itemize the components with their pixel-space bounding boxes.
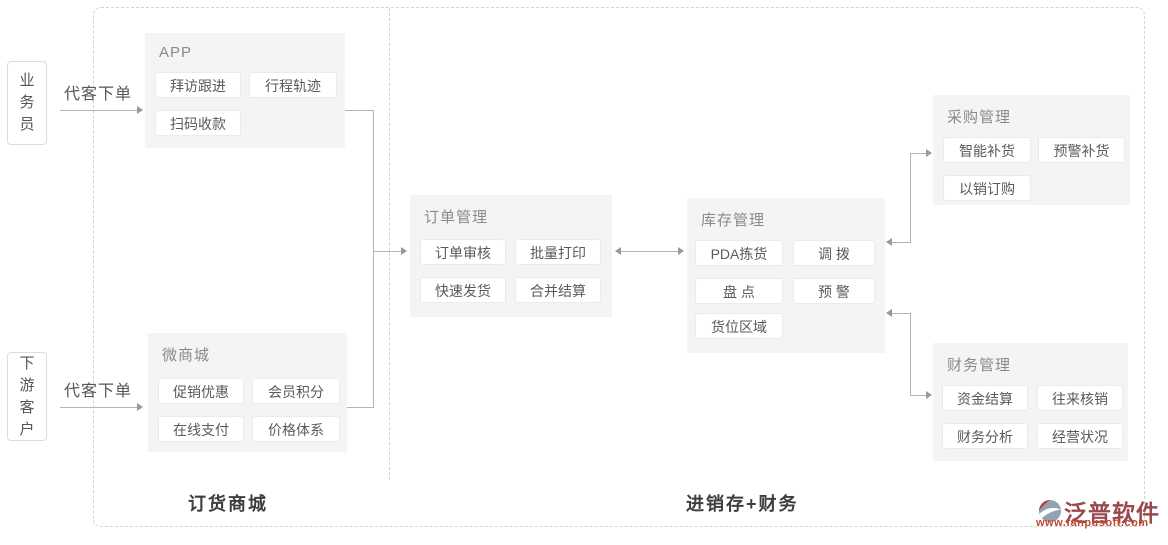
arrow-salesperson-to-app — [60, 110, 138, 111]
arrowhead-left-icon — [615, 247, 621, 255]
feature-pill-batch-print: 批量打印 — [515, 239, 601, 265]
feature-pill-alert-restock: 预警补货 — [1038, 137, 1125, 163]
feature-pill-bin-zone: 货位区域 — [695, 313, 783, 339]
group-inventory-title: 库存管理 — [701, 212, 766, 229]
feature-pill-fast-ship: 快速发货 — [420, 277, 506, 303]
feature-pill-writeoff: 往来核销 — [1037, 385, 1123, 411]
arrowhead-right-icon — [401, 247, 407, 255]
feature-pill-pda-pick: PDA拣货 — [695, 240, 783, 266]
group-app: APP 拜访跟进 行程轨迹 扫码收款 — [145, 33, 345, 148]
line-inventory-finance-h2 — [911, 395, 926, 396]
feature-pill-stocktake: 盘 点 — [695, 278, 783, 304]
line-left-trunk — [373, 110, 374, 408]
line-order-inventory — [621, 251, 679, 252]
group-finance-title: 财务管理 — [947, 357, 1012, 374]
feature-pill-promo: 促销优惠 — [158, 378, 244, 404]
line-inventory-finance-h1 — [892, 313, 911, 314]
feature-pill-alert: 预 警 — [793, 278, 875, 304]
dashed-boundary — [93, 7, 1145, 527]
group-purchase: 采购管理 智能补货 预警补货 以销订购 — [933, 95, 1130, 205]
group-order: 订单管理 订单审核 批量打印 快速发货 合并结算 — [410, 195, 612, 317]
line-inventory-purchase-v — [910, 153, 911, 243]
actor-customer: 下游客户 — [7, 352, 47, 441]
section-label-erp-finance: 进销存+财务 — [686, 494, 799, 514]
fanpu-logo: 泛普软件 — [1038, 494, 1160, 528]
group-purchase-title: 采购管理 — [947, 109, 1012, 126]
arrowhead-right-icon — [926, 391, 932, 399]
fanpu-logo-icon — [1039, 500, 1061, 522]
group-finance: 财务管理 资金结算 往来核销 财务分析 经营状况 — [933, 343, 1128, 461]
arrowhead-right-icon — [678, 247, 684, 255]
feature-pill-fin-analysis: 财务分析 — [942, 423, 1028, 449]
arrowhead-right-icon — [926, 149, 932, 157]
feature-pill-smart-restock: 智能补货 — [943, 137, 1031, 163]
group-app-title: APP — [159, 44, 193, 61]
logo-name: 泛普软件 — [1064, 500, 1160, 526]
group-mall: 微商城 促销优惠 会员积分 在线支付 价格体系 — [148, 333, 347, 452]
feature-pill-scan-pay: 扫码收款 — [155, 110, 241, 136]
feature-pill-merge-settle: 合并结算 — [515, 277, 601, 303]
feature-pill-order-by-sales: 以销订购 — [943, 175, 1031, 201]
feature-pill-member-points: 会员积分 — [252, 378, 340, 404]
feature-pill-order-review: 订单审核 — [420, 239, 506, 265]
group-inventory: 库存管理 PDA拣货 调 拨 盘 点 预 警 货位区域 — [687, 198, 885, 353]
line-inventory-finance-v — [910, 313, 911, 396]
actor-salesperson: 业务员 — [7, 61, 47, 145]
group-order-title: 订单管理 — [424, 209, 489, 226]
actor-customer-label: 下游客户 — [19, 354, 35, 438]
arrowhead-right-icon — [137, 403, 143, 411]
group-mall-title: 微商城 — [162, 347, 211, 364]
section-divider-line — [389, 8, 390, 480]
line-app-out — [345, 110, 374, 111]
flow-label-customer: 代客下单 — [64, 383, 133, 400]
feature-pill-online-pay: 在线支付 — [158, 416, 244, 442]
arrowhead-right-icon — [137, 106, 143, 114]
line-inventory-purchase-h1 — [892, 242, 911, 243]
arrowhead-left-icon — [886, 238, 892, 246]
arrowhead-left-icon — [886, 309, 892, 317]
feature-pill-fund-settle: 资金结算 — [942, 385, 1028, 411]
section-label-ordering-mall: 订货商城 — [188, 494, 268, 514]
feature-pill-transfer: 调 拨 — [793, 240, 875, 266]
line-mall-out — [347, 407, 374, 408]
feature-pill-biz-status: 经营状况 — [1037, 423, 1123, 449]
feature-pill-visit-follow: 拜访跟进 — [155, 72, 241, 98]
line-trunk-to-order — [374, 251, 402, 252]
logo-url: www.fanpusoft.com — [1036, 517, 1149, 529]
flow-label-salesperson: 代客下单 — [64, 86, 133, 103]
feature-pill-price-system: 价格体系 — [252, 416, 340, 442]
actor-salesperson-label: 业务员 — [19, 72, 35, 133]
line-inventory-purchase-h2 — [911, 153, 926, 154]
arrow-customer-to-mall — [60, 407, 138, 408]
feature-pill-trip-track: 行程轨迹 — [249, 72, 337, 98]
